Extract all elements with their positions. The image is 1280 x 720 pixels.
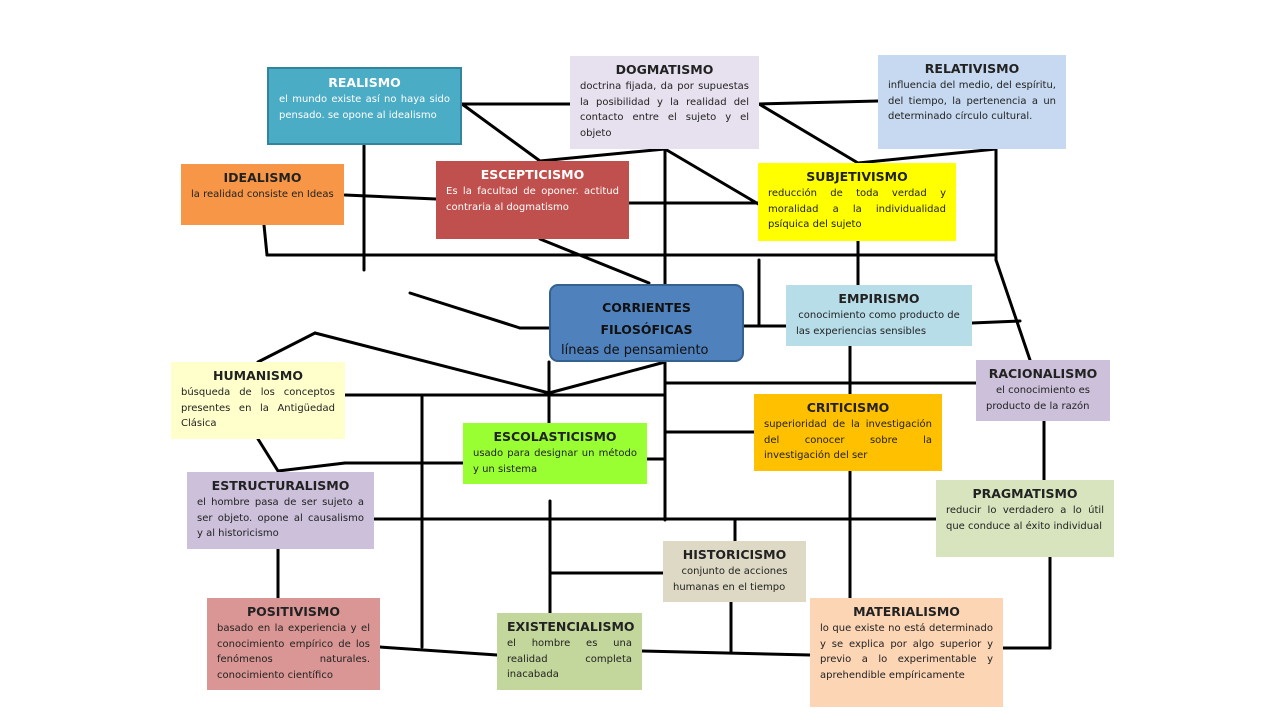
node-relativismo-title: RELATIVISMO	[924, 61, 1020, 76]
node-historicismo-title: HISTORICISMO	[682, 547, 787, 562]
node-subjetivismo-title: SUBJETIVISMO	[806, 169, 908, 184]
node-pragmatismo-title: PRAGMATISMO	[972, 486, 1078, 501]
node-realismo: REALISMO el mundo existe así no haya sid…	[267, 67, 462, 145]
node-idealismo-text: la realidad consiste en Ideas	[191, 189, 334, 200]
node-materialismo-title: MATERIALISMO	[853, 604, 960, 619]
node-humanismo-text: búsqueda de los conceptos presentes en l…	[181, 387, 335, 429]
connector-line	[262, 223, 269, 257]
node-estructuralismo: ESTRUCTURALISMO el hombre pasa de ser su…	[187, 472, 374, 549]
connector-line	[276, 461, 347, 473]
node-pragmatismo: PRAGMATISMO reducir lo verdadero a lo út…	[936, 480, 1114, 557]
node-dogmatismo: DOGMATISMO doctrina fijada, da por supue…	[570, 56, 759, 149]
node-racionalismo: RACIONALISMO el conocimiento es producto…	[976, 360, 1110, 421]
connector-line	[378, 645, 499, 657]
connector-line	[313, 331, 551, 395]
node-estructuralismo-text: el hombre pasa de ser sujeto a ser objet…	[197, 497, 364, 539]
node-materialismo-text: lo que existe no está determinado y se e…	[820, 623, 993, 681]
connector-line	[460, 102, 542, 163]
node-existencialismo: EXISTENCIALISMO el hombre es una realida…	[497, 613, 642, 690]
node-dogmatismo-text: doctrina fijada, da por supuestas la pos…	[580, 81, 749, 139]
node-criticismo-title: CRITICISMO	[806, 400, 890, 415]
node-escolasticismo: ESCOLASTICISMO usado para designar un mé…	[463, 423, 647, 484]
node-escepticismo: ESCEPTICISMO Es la facultad de oponer. a…	[436, 161, 629, 239]
node-positivismo-text: basado en la experiencia y el conocimien…	[217, 623, 370, 681]
node-escepticismo-text: Es la facultad de oponer. actitud contra…	[446, 186, 619, 213]
node-existencialismo-text: el hombre es una realidad completa inaca…	[507, 638, 632, 680]
connector-line	[547, 360, 667, 395]
connector-line	[856, 147, 998, 165]
node-idealismo: IDEALISMO la realidad consiste en Ideas	[181, 164, 344, 225]
connector-line	[640, 649, 812, 657]
node-relativismo-text: influencia del medio, del espíritu, del …	[888, 80, 1056, 122]
node-subjetivismo: SUBJETIVISMO reducción de toda verdad y …	[758, 163, 956, 241]
connector-line	[343, 193, 438, 201]
node-idealismo-title: IDEALISMO	[223, 170, 302, 185]
connector-line	[970, 319, 1022, 325]
node-historicismo-text: conjunto de acciones humanas en el tiemp…	[673, 566, 788, 593]
center-text: líneas de pensamiento	[561, 343, 709, 358]
connector-line	[256, 331, 317, 364]
node-humanismo: HUMANISMO búsqueda de los conceptos pres…	[171, 362, 345, 439]
node-realismo-text: el mundo existe así no haya sido pensado…	[279, 94, 450, 121]
connector-line	[994, 258, 1032, 362]
connector-line	[663, 147, 762, 207]
node-escolasticismo-title: ESCOLASTICISMO	[493, 429, 617, 444]
center-title-1: CORRIENTES	[602, 300, 691, 315]
node-historicismo: HISTORICISMO conjunto de acciones humana…	[663, 541, 806, 602]
connector-line	[757, 102, 860, 165]
node-empirismo-text: conocimiento como producto de las experi…	[796, 310, 960, 337]
connector-line	[538, 237, 651, 285]
node-estructuralismo-title: ESTRUCTURALISMO	[211, 478, 350, 493]
connector-line	[538, 147, 667, 163]
node-positivismo-title: POSITIVISMO	[246, 604, 340, 619]
node-subjetivismo-text: reducción de toda verdad y moralidad a l…	[768, 188, 946, 230]
node-escepticismo-title: ESCEPTICISMO	[480, 167, 585, 182]
node-existencialismo-title: EXISTENCIALISMO	[507, 619, 635, 634]
node-escolasticismo-text: usado para designar un método y un siste…	[473, 448, 637, 475]
node-positivismo: POSITIVISMO basado en la experiencia y e…	[207, 598, 380, 690]
node-pragmatismo-text: reducir lo verdadero a lo útil que condu…	[946, 505, 1104, 532]
node-criticismo: CRITICISMO superioridad de la investigac…	[754, 394, 942, 471]
connector-line	[256, 437, 280, 473]
node-materialismo: MATERIALISMO lo que existe no está deter…	[810, 598, 1003, 707]
node-dogmatismo-title: DOGMATISMO	[615, 62, 714, 77]
node-realismo-title: REALISMO	[328, 75, 401, 90]
node-empirismo: EMPIRISMO conocimiento como producto de …	[786, 285, 972, 346]
node-relativismo: RELATIVISMO influencia del medio, del es…	[878, 55, 1066, 149]
node-criticismo-text: superioridad de la investigación del con…	[764, 419, 932, 461]
connector-line	[757, 99, 880, 106]
node-racionalismo-text: el conocimiento es producto de la razón	[986, 385, 1091, 412]
node-empirismo-title: EMPIRISMO	[838, 291, 920, 306]
node-racionalismo-title: RACIONALISMO	[988, 366, 1098, 381]
center-title-2: FILOSÓFICAS	[600, 322, 693, 337]
node-humanismo-title: HUMANISMO	[213, 368, 303, 383]
connector-line	[408, 291, 522, 330]
node-corrientes-filosoficas: CORRIENTES FILOSÓFICAS líneas de pensami…	[549, 284, 744, 362]
